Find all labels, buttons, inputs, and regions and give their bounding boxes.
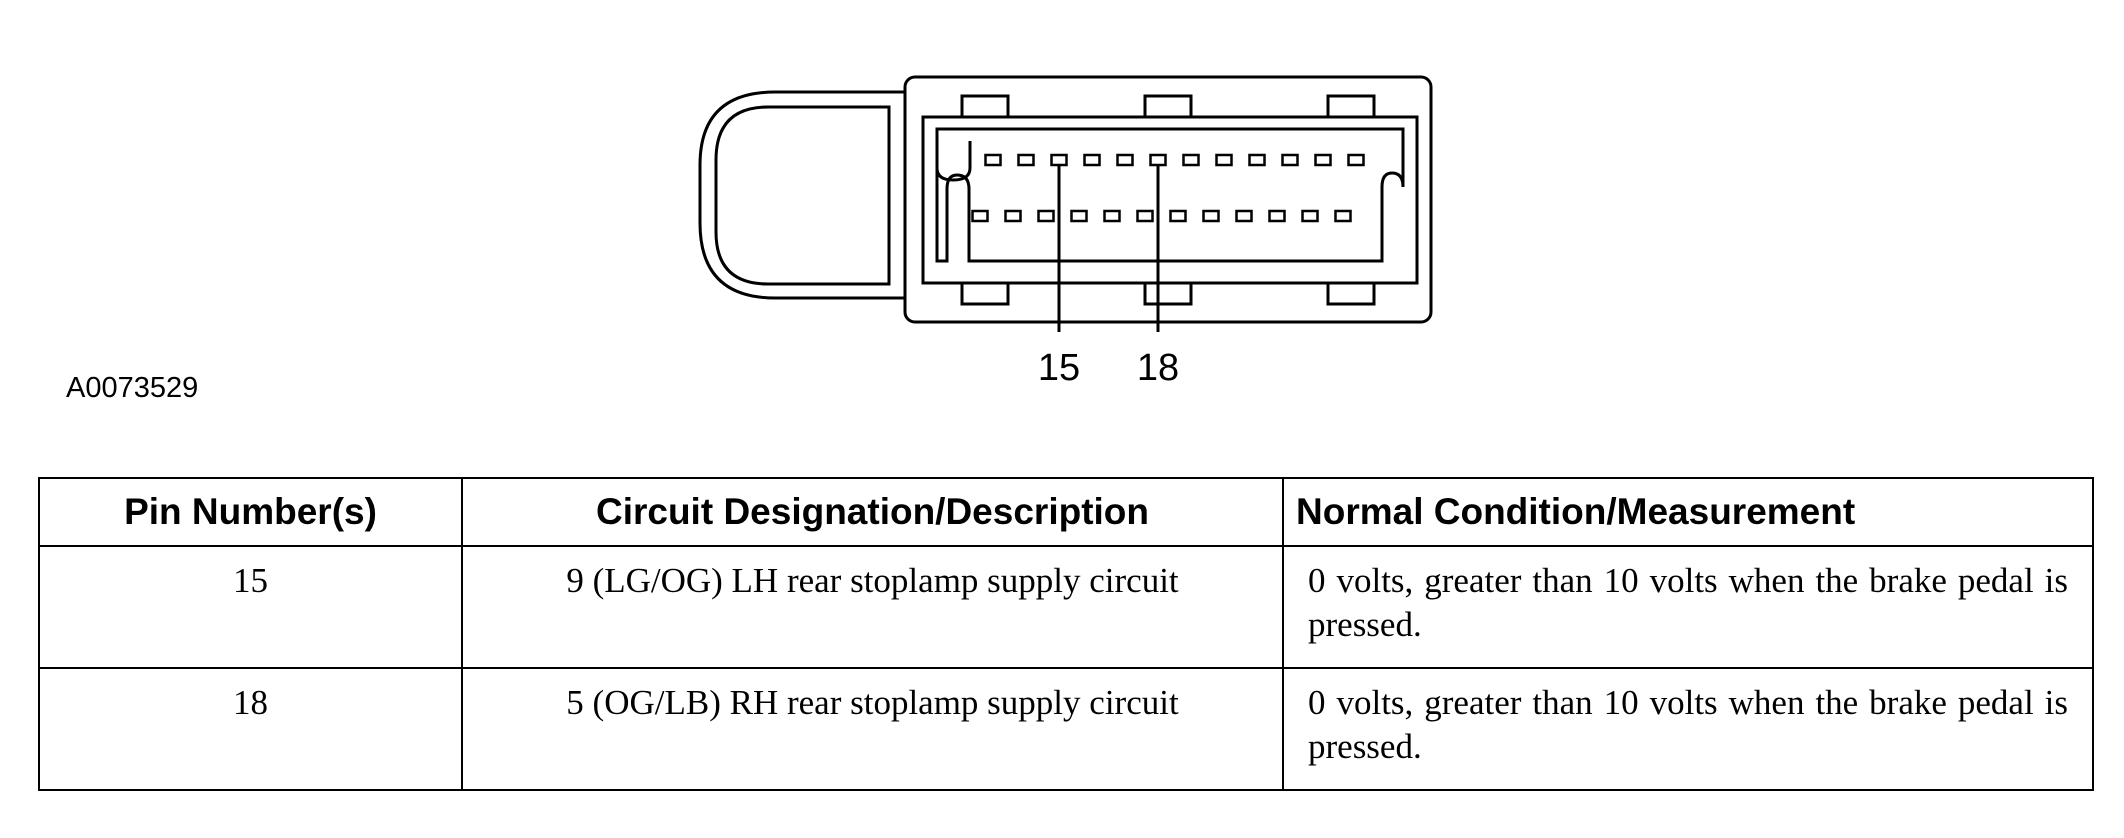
pin-cavity: [1314, 153, 1332, 167]
pin-cavity: [1334, 209, 1352, 223]
cell-circuit: 5 (OG/LB) RH rear stoplamp supply circui…: [461, 667, 1284, 791]
pin-cavity: [1248, 153, 1266, 167]
pin-cavity: [1347, 153, 1365, 167]
table-row: 18 5 (OG/LB) RH rear stoplamp supply cir…: [38, 667, 2094, 791]
header-circuit: Circuit Designation/Description: [461, 477, 1284, 547]
pin-cavity: [1268, 209, 1286, 223]
pin-cavity: [1182, 153, 1200, 167]
locking-tab: [1326, 281, 1376, 306]
connector-diagram: [698, 75, 1433, 332]
cell-measurement: 0 volts, greater than 10 volts when the …: [1282, 667, 2094, 791]
table-header-row: Pin Number(s) Circuit Designation/Descri…: [38, 477, 2094, 547]
pin-cavity: [1281, 153, 1299, 167]
locking-tab: [1143, 281, 1193, 306]
pin-cavity: [1017, 153, 1035, 167]
cell-measurement: 0 volts, greater than 10 volts when the …: [1282, 545, 2094, 669]
pin-cavity: [1301, 209, 1319, 223]
pin-cavity: [1083, 153, 1101, 167]
connector-housing-inner: [921, 115, 1419, 285]
pin-cavity: [1215, 153, 1233, 167]
header-pin-number: Pin Number(s): [38, 477, 463, 547]
figure-id: A0073529: [66, 372, 199, 404]
pin-cavity: [984, 153, 1002, 167]
header-measurement: Normal Condition/Measurement: [1282, 477, 2094, 547]
pin-table: Pin Number(s) Circuit Designation/Descri…: [38, 477, 2094, 791]
pin-callout-label: 15: [1037, 347, 1081, 389]
locking-tab: [1143, 94, 1193, 119]
cell-pin: 18: [38, 667, 463, 791]
pin-cavity: [1149, 153, 1167, 167]
pin-cavity: [1050, 153, 1068, 167]
pin-cavity: [1235, 209, 1253, 223]
locking-tab: [960, 281, 1010, 306]
cell-circuit: 9 (LG/OG) LH rear stoplamp supply circui…: [461, 545, 1284, 669]
pin-cavity: [1004, 209, 1022, 223]
cell-pin: 15: [38, 545, 463, 669]
pin-cavity: [1070, 209, 1088, 223]
pin-cavity: [1103, 209, 1121, 223]
connector-latch: [698, 90, 905, 300]
pin-cavity: [1136, 209, 1154, 223]
connector-latch-inner: [714, 105, 891, 286]
pin-cavity: [1169, 209, 1187, 223]
pin-cavity: [1037, 209, 1055, 223]
connector-cavity: [935, 127, 1405, 263]
pin-cavity: [1116, 153, 1134, 167]
locking-tab: [1326, 94, 1376, 119]
pin-cavity: [971, 209, 989, 223]
table-row: 15 9 (LG/OG) LH rear stoplamp supply cir…: [38, 545, 2094, 669]
pin-callout-label: 18: [1136, 347, 1180, 389]
pin-cavity: [1202, 209, 1220, 223]
locking-tab: [960, 94, 1010, 119]
connector-housing: [903, 75, 1433, 324]
